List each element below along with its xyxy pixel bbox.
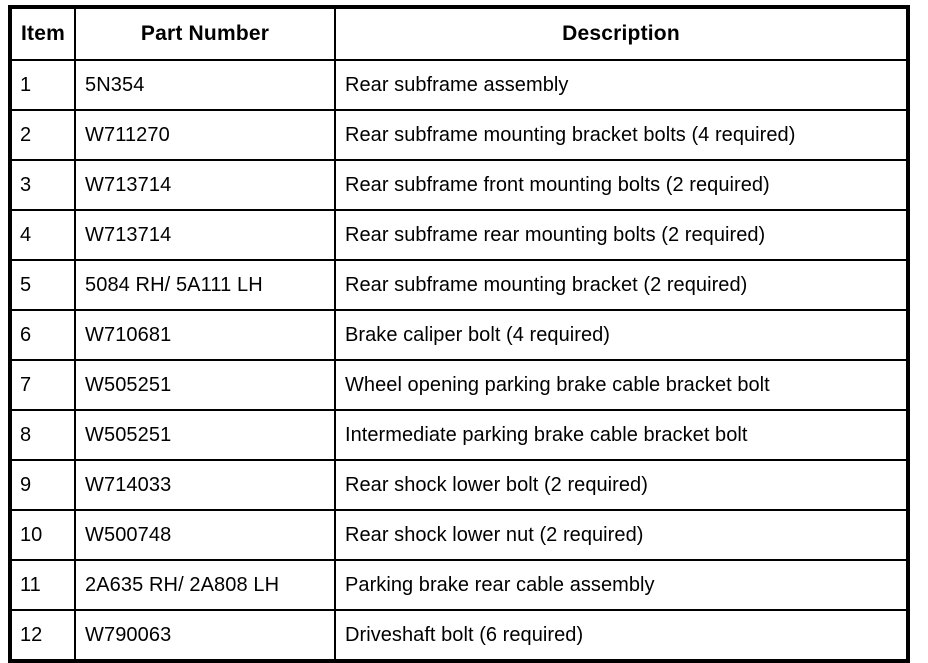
cell-description: Rear subframe assembly — [334, 59, 909, 111]
cell-item: 9 — [9, 459, 76, 511]
cell-part-number: 2A635 RH/ 2A808 LH — [74, 559, 336, 611]
cell-description: Rear shock lower bolt (2 required) — [334, 459, 909, 511]
header-row: Item Part Number Description — [9, 6, 909, 61]
cell-item: 10 — [9, 509, 76, 561]
cell-item: 2 — [9, 109, 76, 161]
cell-part-number: W713714 — [74, 159, 336, 211]
cell-part-number: 5N354 — [74, 59, 336, 111]
cell-item: 3 — [9, 159, 76, 211]
cell-item: 11 — [9, 559, 76, 611]
cell-part-number: W500748 — [74, 509, 336, 561]
cell-part-number: 5084 RH/ 5A111 LH — [74, 259, 336, 311]
cell-part-number: W505251 — [74, 409, 336, 461]
cell-description: Brake caliper bolt (4 required) — [334, 309, 909, 361]
column-header-part-number: Part Number — [74, 6, 336, 61]
cell-item: 7 — [9, 359, 76, 411]
column-header-item: Item — [9, 6, 76, 61]
cell-description: Rear subframe front mounting bolts (2 re… — [334, 159, 909, 211]
cell-item: 4 — [9, 209, 76, 261]
cell-part-number: W710681 — [74, 309, 336, 361]
cell-item: 5 — [9, 259, 76, 311]
cell-description: Rear subframe mounting bracket (2 requir… — [334, 259, 909, 311]
cell-part-number: W714033 — [74, 459, 336, 511]
cell-part-number: W711270 — [74, 109, 336, 161]
cell-description: Rear subframe mounting bracket bolts (4 … — [334, 109, 909, 161]
cell-description: Rear shock lower nut (2 required) — [334, 509, 909, 561]
cell-description: Wheel opening parking brake cable bracke… — [334, 359, 909, 411]
cell-item: 8 — [9, 409, 76, 461]
cell-part-number: W505251 — [74, 359, 336, 411]
cell-description: Parking brake rear cable assembly — [334, 559, 909, 611]
cell-item: 1 — [9, 59, 76, 111]
cell-description: Intermediate parking brake cable bracket… — [334, 409, 909, 461]
cell-part-number: W713714 — [74, 209, 336, 261]
column-header-description: Description — [334, 6, 909, 61]
cell-description: Rear subframe rear mounting bolts (2 req… — [334, 209, 909, 261]
table-header: Item Part Number Description — [9, 6, 909, 61]
cell-item: 6 — [9, 309, 76, 361]
